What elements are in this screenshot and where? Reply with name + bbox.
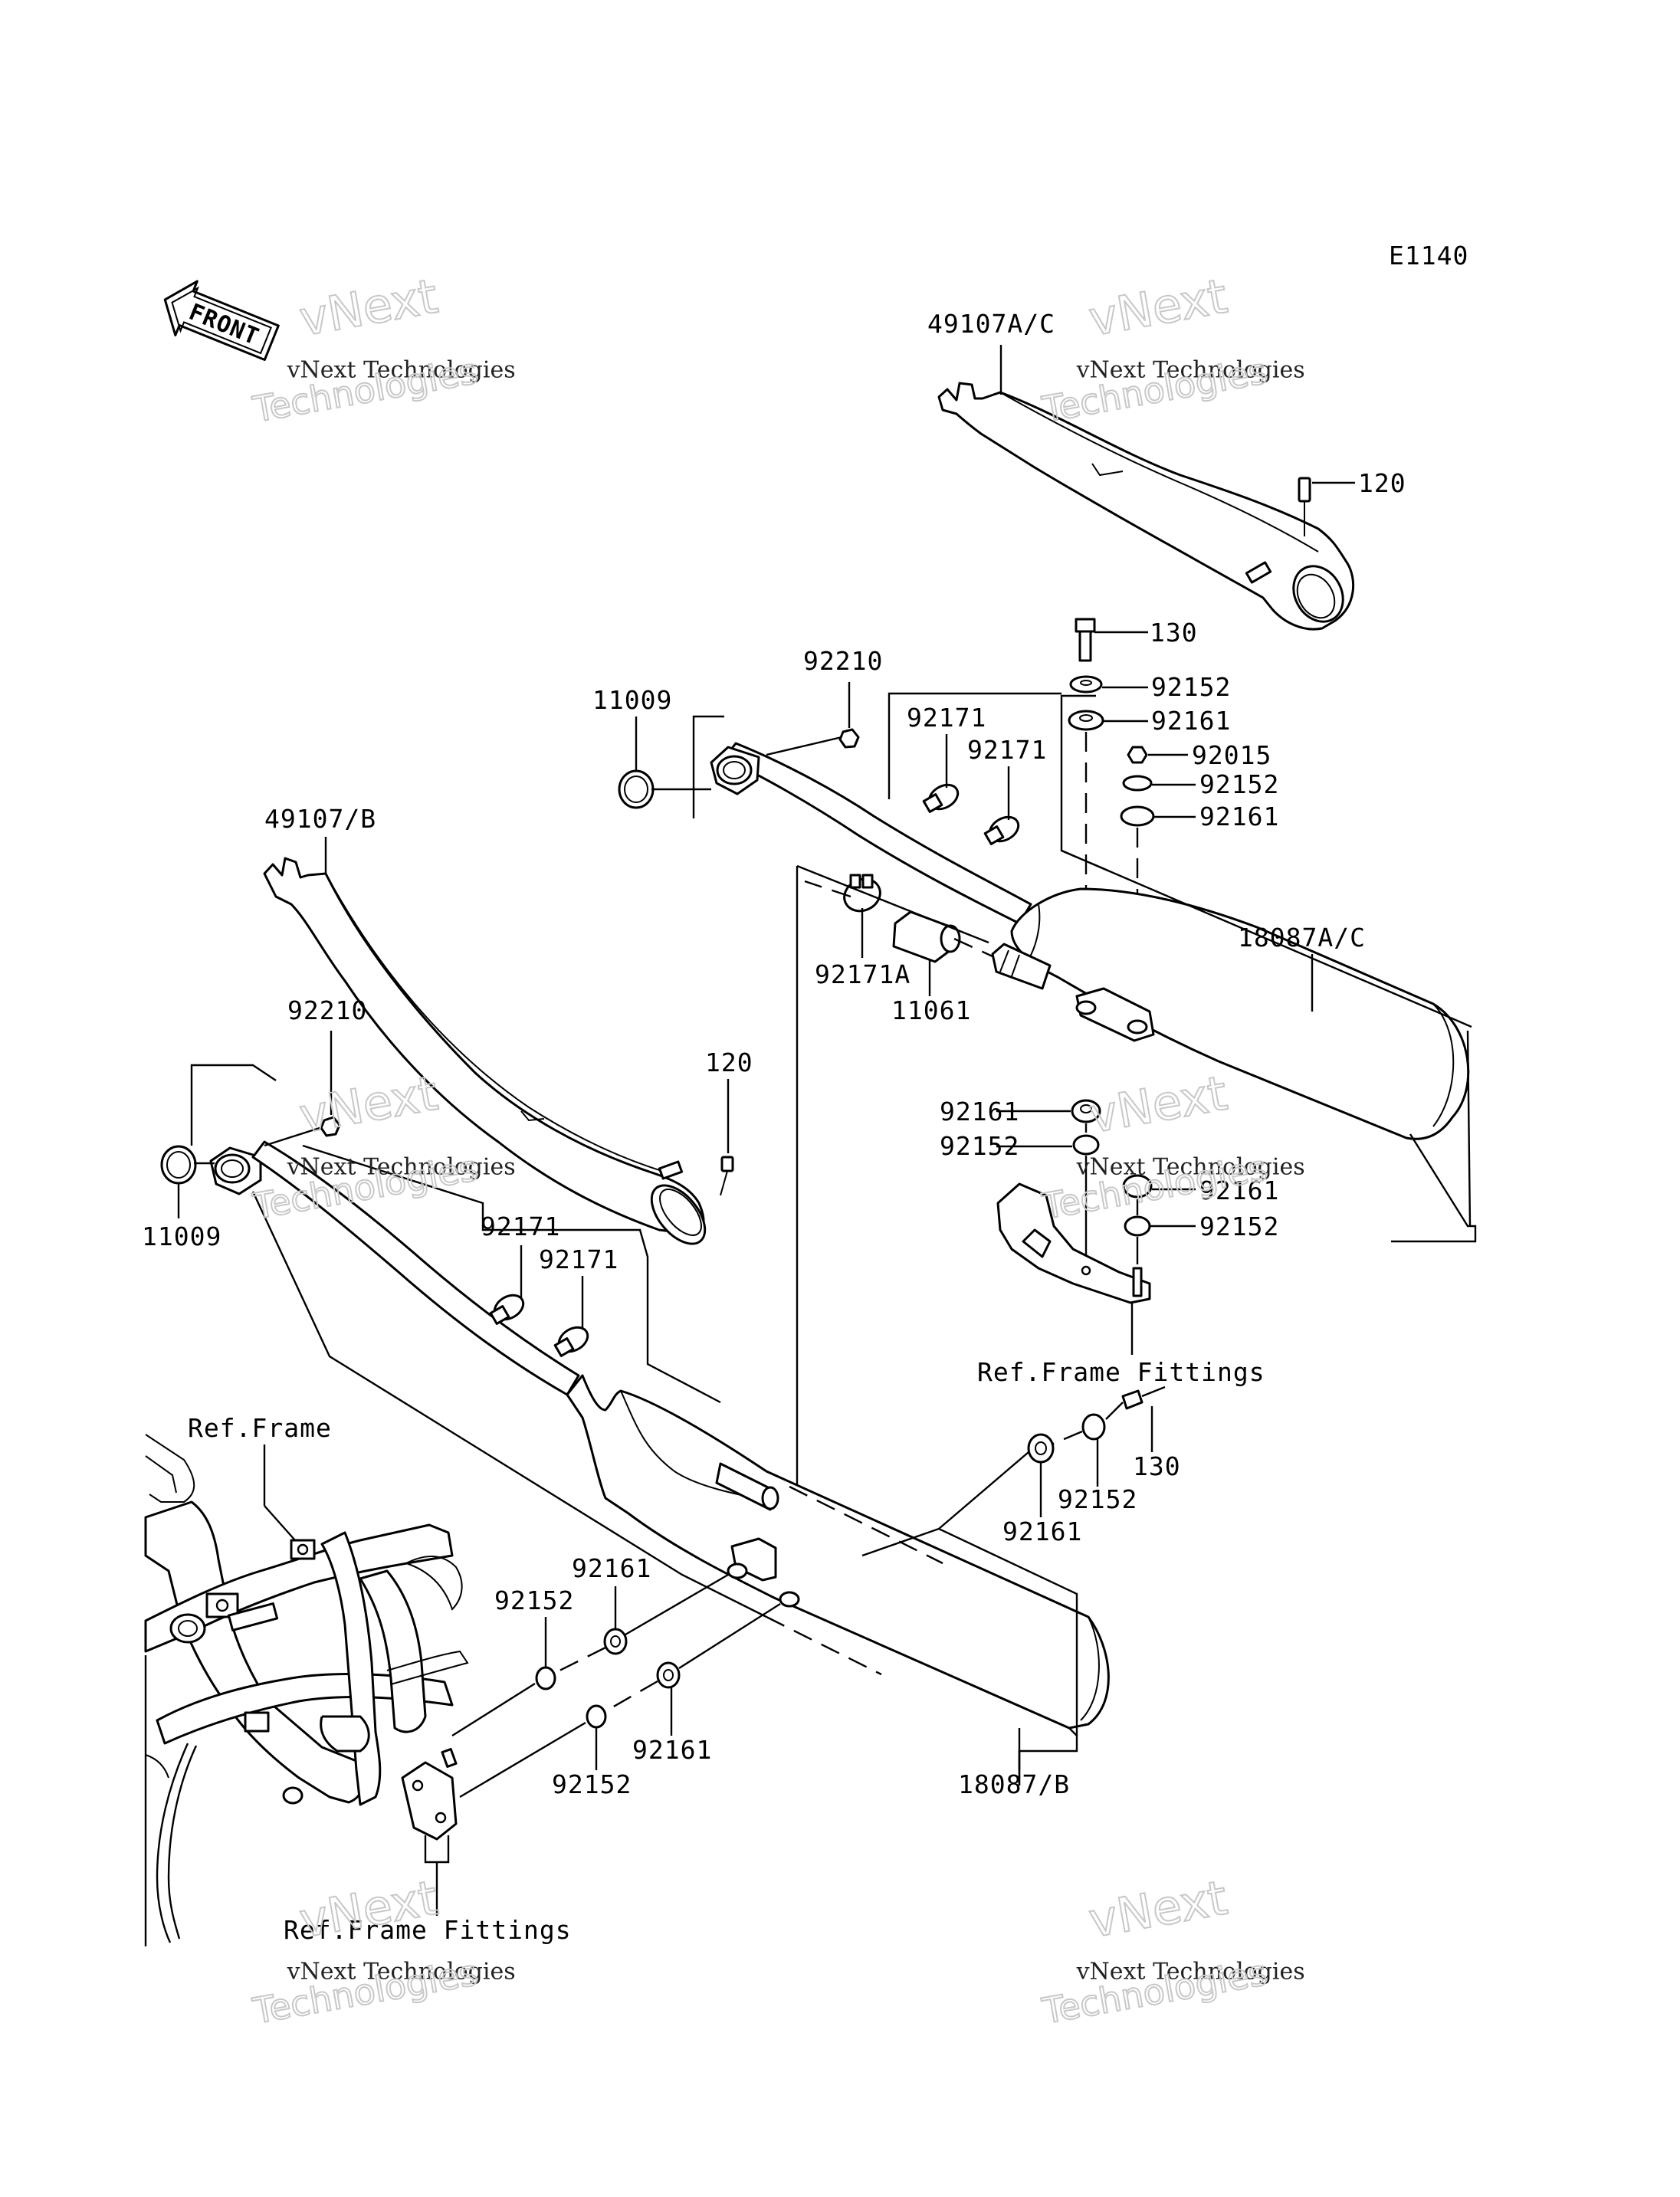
front-arrow-icon: FRONT bbox=[163, 280, 280, 361]
label-92171-b: 92171 bbox=[967, 735, 1047, 765]
label-ref-frame-fittings-right: Ref.Frame Fittings bbox=[977, 1357, 1265, 1387]
label-11009-top: 11009 bbox=[592, 685, 672, 715]
label-92210-top: 92210 bbox=[803, 646, 883, 676]
label-92152-bl1: 92152 bbox=[494, 1585, 574, 1615]
label-49107b: 49107/B bbox=[264, 804, 376, 834]
label-92161-bl1: 92161 bbox=[572, 1553, 651, 1583]
grommet-92161-r1 bbox=[1071, 1099, 1101, 1123]
label-11061: 11061 bbox=[891, 995, 971, 1025]
sleeve-11061 bbox=[892, 910, 961, 963]
grommet-92161-mid bbox=[1120, 805, 1155, 827]
muffler-upper bbox=[710, 728, 1470, 1140]
label-49107ac: 49107A/C bbox=[927, 309, 1055, 339]
label-92210-left: 92210 bbox=[287, 995, 367, 1025]
label-92152-mid: 92152 bbox=[1199, 769, 1279, 799]
label-92161-top: 92161 bbox=[1151, 706, 1231, 736]
grommet-92161-bl1 bbox=[603, 1628, 628, 1655]
svg-text:vNext Technologies: vNext Technologies bbox=[1076, 1154, 1305, 1181]
label-92152-top: 92152 bbox=[1151, 672, 1231, 702]
nut-92210-top bbox=[838, 728, 860, 749]
label-18087b: 18087/B bbox=[958, 1769, 1070, 1799]
watermark-bottom-right: vNext vNext Technologies Technologies bbox=[1039, 1869, 1305, 2033]
watermark-line1: vNext bbox=[295, 268, 441, 347]
svg-text:vNext: vNext bbox=[1084, 268, 1231, 347]
washer-92152-mid bbox=[1122, 775, 1153, 792]
label-92161-br: 92161 bbox=[1002, 1517, 1082, 1546]
label-92152-br: 92152 bbox=[1058, 1484, 1137, 1514]
label-11009-left: 11009 bbox=[142, 1221, 221, 1251]
label-92152-r2: 92152 bbox=[1199, 1212, 1279, 1241]
muffler-lower bbox=[209, 1116, 1110, 1730]
washer-92152-bl1 bbox=[535, 1666, 556, 1690]
motorcycle-frame bbox=[144, 1434, 469, 1946]
label-92161-bl2: 92161 bbox=[632, 1735, 712, 1765]
grommet-92161-bl2 bbox=[656, 1661, 681, 1689]
label-130-bottom: 130 bbox=[1133, 1451, 1181, 1481]
nut-92015 bbox=[1127, 746, 1148, 764]
label-130-top: 130 bbox=[1150, 618, 1198, 648]
clamp-92171-b bbox=[983, 815, 1020, 845]
svg-text:vNext: vNext bbox=[1084, 1065, 1231, 1144]
clamp-92171a bbox=[843, 874, 881, 913]
svg-text:vNext Technologies: vNext Technologies bbox=[1076, 357, 1305, 384]
frame-fitting-right bbox=[996, 1182, 1151, 1304]
watermark-line2: vNext Technologies bbox=[287, 357, 516, 384]
clamp-92171-c bbox=[489, 1294, 525, 1325]
heat-guard-lower bbox=[263, 857, 707, 1245]
label-92161-r1: 92161 bbox=[940, 1097, 1019, 1126]
watermark-top-left: vNext vNext Technologies Technologies bbox=[249, 267, 516, 431]
label-92171-d: 92171 bbox=[539, 1244, 619, 1274]
washer-92152-br bbox=[1081, 1413, 1106, 1441]
frame-fitting-bottom bbox=[401, 1748, 458, 1841]
label-92161-r2: 92161 bbox=[1199, 1176, 1279, 1205]
washer-92152-r1 bbox=[1072, 1134, 1100, 1156]
diagram-code: E1140 bbox=[1389, 241, 1468, 271]
label-92152-bl2: 92152 bbox=[552, 1769, 632, 1799]
svg-text:vNext Technologies: vNext Technologies bbox=[1076, 1959, 1305, 1985]
connector-pipe bbox=[991, 943, 1052, 990]
label-92171-c: 92171 bbox=[481, 1212, 560, 1241]
svg-text:vNext: vNext bbox=[295, 1065, 441, 1144]
label-120-left: 120 bbox=[705, 1048, 753, 1077]
svg-text:vNext: vNext bbox=[1084, 1870, 1231, 1949]
label-92171a: 92171A bbox=[815, 959, 911, 989]
label-ref-frame: Ref.Frame bbox=[188, 1413, 332, 1443]
watermark-top-right: vNext vNext Technologies Technologies bbox=[1039, 267, 1305, 431]
clamp-92171-a bbox=[922, 783, 960, 813]
washer-92152-r2 bbox=[1124, 1215, 1151, 1237]
label-92152-r1: 92152 bbox=[940, 1131, 1019, 1161]
label-18087ac: 18087A/C bbox=[1238, 923, 1366, 953]
label-92161-mid: 92161 bbox=[1199, 802, 1279, 831]
bolt-130-bottom bbox=[1121, 1385, 1166, 1410]
washer-92152-bl2 bbox=[586, 1704, 607, 1729]
screw-120-top bbox=[1298, 477, 1311, 536]
label-ref-frame-fittings-bottom: Ref.Frame Fittings bbox=[284, 1915, 572, 1945]
label-92171-a: 92171 bbox=[907, 703, 986, 733]
svg-text:vNext Technologies: vNext Technologies bbox=[287, 1959, 516, 1985]
screw-120-left bbox=[720, 1156, 734, 1196]
heat-guard-upper bbox=[937, 382, 1355, 631]
label-120-top: 120 bbox=[1358, 468, 1406, 498]
grommet-92161-r2 bbox=[1122, 1174, 1153, 1199]
grommet-92161-br bbox=[1027, 1433, 1055, 1464]
label-92015: 92015 bbox=[1192, 740, 1271, 770]
clamp-92171-d bbox=[553, 1326, 589, 1357]
svg-text:vNext Technologies: vNext Technologies bbox=[287, 1154, 516, 1181]
bolt-130-top bbox=[1075, 618, 1096, 662]
